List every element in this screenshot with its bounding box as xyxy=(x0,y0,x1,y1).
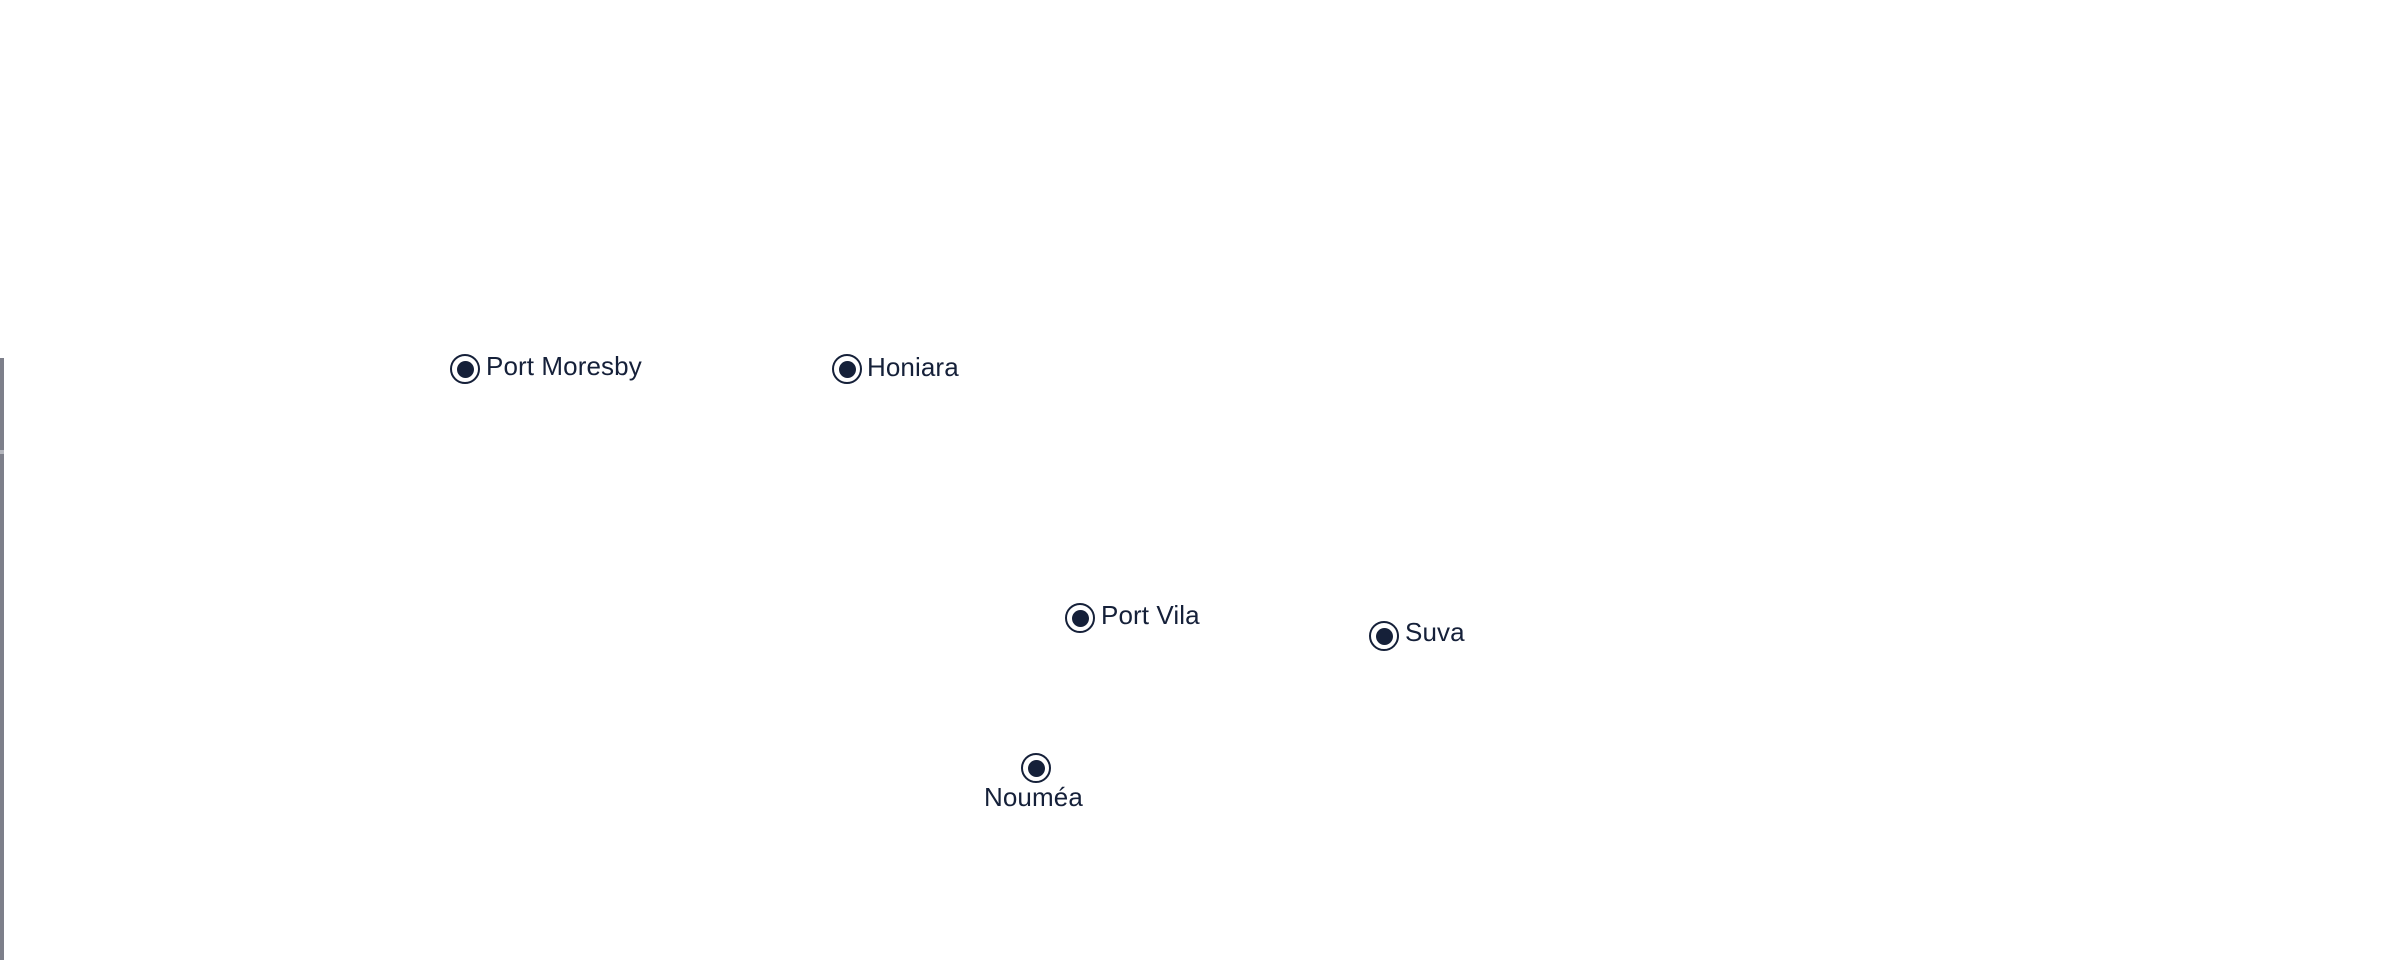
city-label-port-moresby: Port Moresby xyxy=(486,351,642,381)
city-label-noumea: Nouméa xyxy=(984,782,1083,812)
city-label-suva: Suva xyxy=(1405,617,1465,647)
city-label-honiara: Honiara xyxy=(867,352,959,382)
city-label-port-vila: Port Vila xyxy=(1101,600,1200,630)
capital-city-icon xyxy=(1369,621,1399,651)
left-edge-notch xyxy=(0,450,4,454)
capital-city-icon xyxy=(450,354,480,384)
capital-city-icon xyxy=(1021,753,1051,783)
capital-city-icon xyxy=(832,354,862,384)
capital-city-icon xyxy=(1065,603,1095,633)
left-edge-bar xyxy=(0,358,4,960)
